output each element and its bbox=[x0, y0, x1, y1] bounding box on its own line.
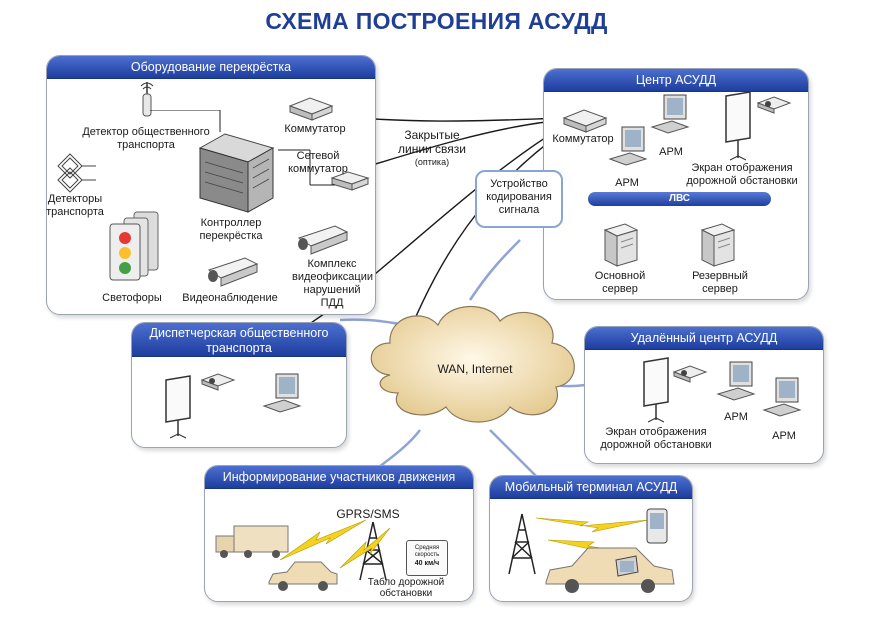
center-arm1-label: АРМ bbox=[615, 177, 639, 189]
speed-sign: Средняя скорость 40 км/ч bbox=[406, 540, 448, 576]
backup-server-label: Резервный сервер bbox=[692, 270, 748, 295]
violation-camera-icon bbox=[297, 225, 349, 255]
speed-sign-caption: Средняя скорость bbox=[414, 545, 440, 558]
center-switch-icon bbox=[562, 109, 608, 133]
page-title: СХЕМА ПОСТРОЕНИЯ АСУДД bbox=[265, 8, 608, 34]
violations-label: Комплекс видеофиксации нарушений ПДД bbox=[292, 258, 373, 309]
speed-sign-value: 40 км/ч bbox=[414, 560, 440, 567]
projector-icon bbox=[756, 96, 792, 114]
projector-icon bbox=[672, 365, 708, 383]
main-server-icon bbox=[603, 223, 639, 267]
net-switch-label: Сетевой коммутатор bbox=[288, 150, 348, 175]
gprs-label: GPRS/SMS bbox=[336, 507, 400, 521]
intersection-equipment-header: Оборудование перекрёстка bbox=[47, 56, 375, 79]
truck-icon bbox=[215, 525, 289, 558]
mobile-terminal-header: Мобильный терминал АСУДД bbox=[490, 476, 692, 499]
workstation-icon bbox=[762, 377, 802, 417]
main-server-label: Основной сервер bbox=[594, 270, 646, 295]
projector-screen-icon bbox=[725, 91, 751, 161]
board-label: Табло дорожной обстановки bbox=[367, 577, 445, 599]
network-switch-icon bbox=[330, 171, 370, 191]
lan-bar: ЛВС bbox=[588, 192, 771, 206]
remote-center-header: Удалённый центр АСУДД bbox=[585, 327, 823, 350]
traffic-light-icon bbox=[109, 211, 159, 281]
dispatch-header: Диспетчерская общественного транспорта bbox=[132, 323, 346, 357]
cctv-camera-icon bbox=[207, 257, 259, 287]
remote-screen-label: Экран отображения дорожной обстановки bbox=[600, 426, 712, 451]
workstation-icon bbox=[262, 373, 302, 413]
coding-device-label: Устройство кодирования сигнала bbox=[486, 178, 552, 216]
closed-lines-label: Закрытые линии связи bbox=[397, 128, 466, 156]
center-screen-label: Экран отображения дорожной обстановки bbox=[686, 162, 798, 187]
car-with-laptop-icon bbox=[545, 547, 675, 593]
intersection-wiring bbox=[150, 110, 335, 186]
projector-icon bbox=[200, 373, 236, 391]
detectors-label: Детекторы транспорта bbox=[46, 193, 104, 218]
projector-screen-icon bbox=[165, 375, 191, 439]
workstation-icon bbox=[650, 94, 690, 134]
remote-arm2-label: АРМ bbox=[772, 430, 796, 442]
wan-label: WAN, Internet bbox=[437, 362, 513, 376]
vehicle-detector-icon bbox=[57, 153, 96, 193]
center-header: Центр АСУДД bbox=[544, 69, 808, 92]
projector-screen-icon bbox=[643, 357, 669, 423]
pt-detector-label: Детектор общественного транспорта bbox=[82, 126, 210, 151]
handheld-terminal-icon bbox=[646, 508, 668, 544]
lightning-link-icon bbox=[279, 519, 391, 569]
controller-label: Контроллер перекрёстка bbox=[199, 217, 263, 242]
remote-arm1-label: АРМ bbox=[724, 411, 748, 423]
antenna-icon bbox=[140, 82, 154, 117]
center-arm2-label: АРМ bbox=[659, 146, 683, 158]
traffic-lights-label: Светофоры bbox=[102, 292, 162, 304]
radio-tower-icon bbox=[359, 521, 387, 581]
backup-server-icon bbox=[700, 223, 736, 267]
workstation-icon bbox=[716, 361, 756, 401]
wan-cloud-icon bbox=[370, 305, 575, 423]
radio-tower-icon bbox=[508, 513, 536, 575]
controller-cabinet-icon bbox=[198, 133, 275, 213]
workstation-icon bbox=[608, 126, 648, 166]
car-icon bbox=[268, 561, 338, 591]
switch-icon bbox=[288, 97, 334, 121]
coding-device-callout: Устройство кодирования сигнала bbox=[475, 170, 563, 228]
closed-lines-sub: (оптика) bbox=[414, 157, 450, 167]
center-switch-label: Коммутатор bbox=[552, 133, 614, 145]
video-label: Видеонаблюдение bbox=[182, 292, 278, 304]
switch-label: Коммутатор bbox=[284, 123, 346, 135]
info-header: Информирование участников движения bbox=[205, 466, 473, 489]
